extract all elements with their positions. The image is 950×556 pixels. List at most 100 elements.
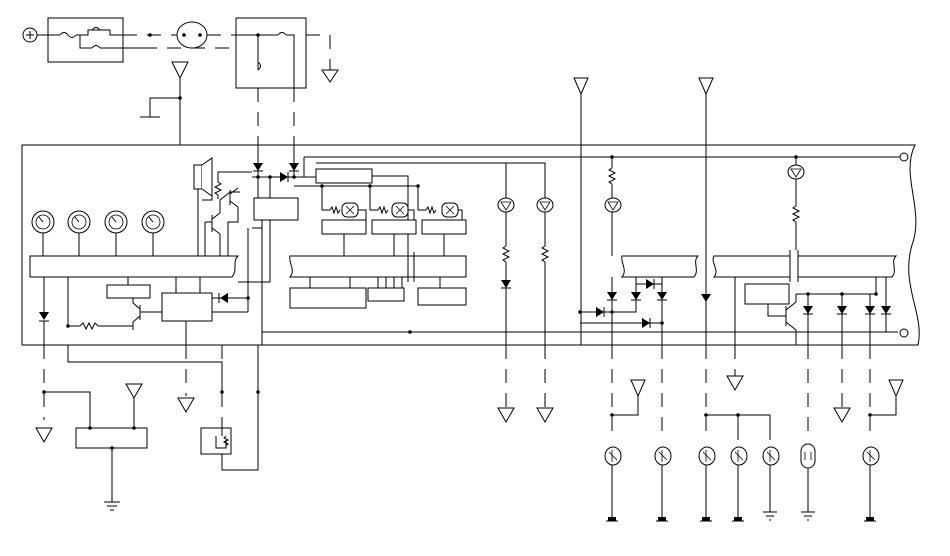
ground-icon (171, 61, 189, 80)
gauge-meter-icon (31, 210, 55, 256)
ground-icon (833, 407, 851, 424)
resistor-icon (425, 205, 437, 215)
resistor-icon (79, 321, 99, 331)
ground-icon (763, 511, 777, 521)
indicator-module (106, 284, 151, 299)
ground-icon (606, 517, 618, 522)
led-driver-module (321, 219, 367, 235)
diode-icon (607, 292, 617, 300)
connector-terminal (899, 152, 909, 162)
combination-switch (75, 427, 148, 449)
ground-icon (104, 501, 120, 511)
led-driver-module (315, 168, 373, 184)
display-module (289, 287, 367, 309)
diode-icon (220, 293, 228, 303)
diode-icon (865, 306, 875, 314)
gauge-meter-icon (67, 210, 91, 256)
sensor-switch-icon (698, 446, 716, 466)
ground-icon (35, 427, 53, 444)
ground-icon (536, 407, 554, 424)
diode-icon (253, 163, 263, 171)
gauge-assembly-outline (21, 144, 920, 346)
indicator-module (744, 283, 790, 305)
central-control-unit (288, 255, 467, 278)
ground-icon (321, 69, 339, 83)
ground-icon (497, 407, 515, 424)
fuse-icon (59, 32, 77, 38)
ground-icon (630, 379, 646, 398)
display-module (367, 287, 405, 302)
fuse-icon (257, 61, 261, 71)
fuse-box (47, 17, 124, 63)
diode-icon (657, 292, 667, 300)
ground-icon (801, 511, 815, 521)
indicator-leds (321, 186, 467, 235)
diode-icon (881, 306, 891, 314)
lamp-icon (497, 197, 515, 213)
led-driver-module (371, 219, 417, 235)
diode-icon (596, 307, 604, 317)
diode-icon (837, 306, 847, 314)
ground-icon (888, 379, 904, 398)
diode-icon (289, 163, 299, 171)
ground-icon (698, 77, 714, 96)
external-connections (35, 321, 904, 511)
resistor-icon (329, 205, 341, 215)
resistor-icon (501, 245, 511, 263)
resistor-icon (791, 205, 801, 223)
warning-control-unit (712, 255, 791, 278)
transistor-icon (229, 187, 239, 208)
ground-icon (732, 517, 744, 522)
connector-terminal (899, 328, 909, 338)
ground-icon (573, 77, 589, 96)
sensor-switch-icon (862, 446, 880, 466)
ground-icon (177, 397, 195, 414)
resistor-icon (540, 245, 550, 263)
sensor-switches (604, 443, 880, 522)
fuse-icon (277, 32, 287, 36)
sensor-switch-icon (604, 446, 622, 466)
gauge-meter-icon (104, 210, 128, 256)
diode-icon (646, 279, 654, 289)
warning-control-unit (620, 255, 700, 278)
buzzer-icon (193, 157, 213, 197)
diode-icon (803, 306, 813, 314)
resistor-icon (377, 205, 389, 215)
bulb-icon (800, 443, 816, 469)
under-dash-fuse-box (235, 17, 307, 89)
fuse-icon (91, 27, 101, 31)
sensor-switch-icon (762, 446, 780, 466)
ground-icon (656, 517, 668, 522)
diode-icon (701, 294, 711, 302)
diode-icon (280, 172, 288, 182)
lamp-icon (787, 164, 805, 180)
ground-icon (700, 517, 712, 522)
fuse-icon (91, 45, 101, 49)
alarm-control-module (161, 292, 213, 322)
cluster-control-unit (29, 157, 252, 278)
diode-icon (501, 280, 511, 288)
diode-icon (39, 312, 49, 320)
sensor-switch-icon (654, 446, 672, 466)
battery-terminal-icon (22, 27, 38, 43)
gauges (31, 210, 165, 256)
diode-icon (642, 318, 650, 328)
warning-control-unit (797, 255, 898, 278)
power-supply-section (22, 17, 339, 148)
sensor-switch-icon (730, 446, 748, 466)
ignition-switch-icon (176, 21, 208, 49)
transistor-icon (785, 294, 797, 345)
relay-module (253, 197, 299, 221)
gauge-meter-icon (141, 210, 165, 256)
lamp-icon (536, 197, 554, 213)
ground-icon (125, 383, 143, 400)
lamp-icon (604, 197, 622, 213)
transistor-icon (211, 212, 221, 235)
led-driver-module (421, 219, 467, 235)
right-cluster-section (573, 77, 898, 345)
resistor-icon (607, 167, 617, 185)
transistor-icon (132, 298, 141, 330)
display-module (417, 287, 467, 306)
ground-icon (726, 375, 744, 392)
